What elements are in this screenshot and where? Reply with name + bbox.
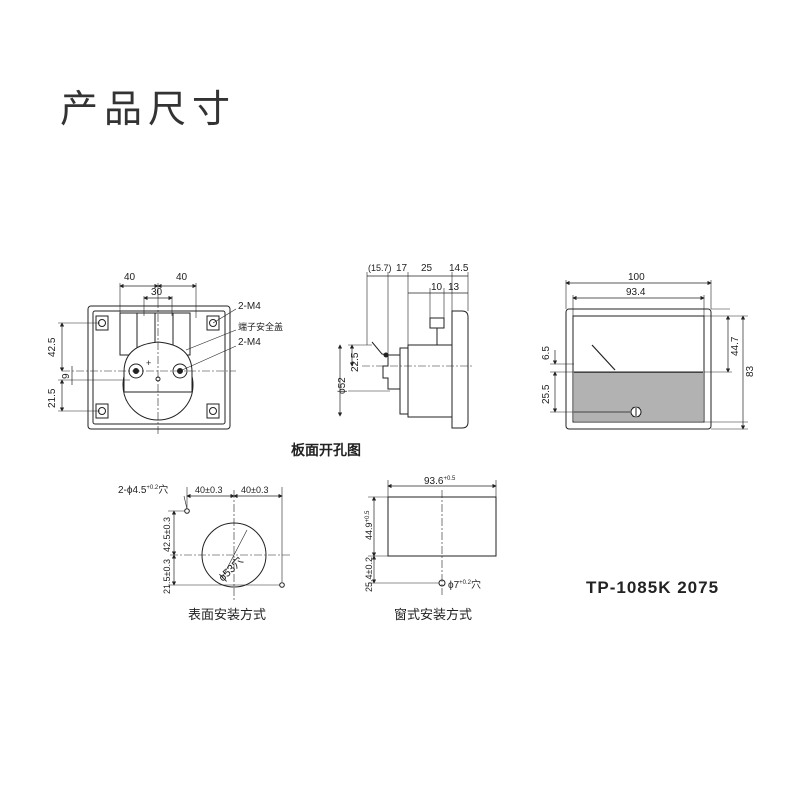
dim-side-13: 13 <box>448 282 460 293</box>
front-view <box>550 280 748 430</box>
dim-rear-40-left: 40 <box>124 272 136 283</box>
dim-front-6-5: 6.5 <box>541 346 552 360</box>
screw-br-icon <box>209 407 217 415</box>
dim-side-14-5: 14.5 <box>449 263 469 274</box>
mount-hole-top-icon <box>184 508 190 514</box>
dim-front-93-4: 93.4 <box>626 287 646 298</box>
dim-side-10: 10 <box>431 282 443 293</box>
rear-view-labels: 40 40 30 42.5 9 21.5 2-M4 端子安全盖 2-M4 + <box>47 272 283 408</box>
dim-window-44-9: 44.9+0.5 <box>364 510 374 540</box>
caption-window-mount: 窗式安装方式 <box>394 607 472 622</box>
screw-corner-br <box>206 403 220 419</box>
dim-window-93-6: 93.6+0.5 <box>424 476 456 487</box>
dim-surface-42-5: 42.5±0.3 <box>162 517 172 552</box>
screw-tr-icon <box>209 319 217 327</box>
page-title: 产品尺寸 <box>60 87 237 131</box>
label-window-hole: ϕ7+0.2穴 <box>448 578 481 591</box>
dim-surface-40-a: 40±0.3 <box>195 485 222 495</box>
dim-surface-40-b: 40±0.3 <box>241 485 268 495</box>
dim-side-15-7: (15.7) <box>368 263 392 273</box>
dim-side-22-5: 22.5 <box>350 352 361 372</box>
side-front-bezel <box>451 310 469 429</box>
label-center-hole: ϕ53穴 <box>215 553 246 584</box>
dim-side-17: 17 <box>396 263 408 274</box>
caption-panel-cutout: 板面开孔图 <box>291 442 361 458</box>
window-mount-view <box>368 480 497 595</box>
terminal-right-icon <box>172 363 188 379</box>
dim-window-25-4: 25.4±0.2 <box>364 557 374 592</box>
plus-mark: + <box>146 358 151 368</box>
dim-front-83: 83 <box>745 365 756 377</box>
surface-mount-labels: 2-ϕ4.5+0.2穴 40±0.3 40±0.3 42.5±0.3 21.5±… <box>118 483 268 622</box>
surface-mount-view <box>168 487 290 600</box>
meter-needle <box>591 344 616 371</box>
label-mount-holes: 2-ϕ4.5+0.2穴 <box>118 483 168 496</box>
dim-rear-40-right: 40 <box>176 272 188 283</box>
label-screw-top: 2-M4 <box>238 301 261 312</box>
side-body-back <box>399 347 409 415</box>
dim-rear-42-5: 42.5 <box>47 337 58 357</box>
screw-corner-tr <box>206 315 220 331</box>
front-inner-window <box>572 315 705 423</box>
caption-surface-mount: 表面安装方式 <box>188 607 266 622</box>
rear-inner-frame <box>92 310 226 425</box>
rear-outer-frame <box>87 305 231 430</box>
side-view <box>337 272 472 429</box>
front-outer-frame <box>565 308 712 430</box>
mount-hole-bottom-icon <box>279 582 285 588</box>
dim-rear-9: 9 <box>61 373 72 379</box>
side-view-labels: (15.7) 17 25 14.5 10 13 22.5 ϕ52 板面开孔图 <box>291 263 469 458</box>
label-terminal-cover: 端子安全盖 <box>238 321 283 332</box>
dim-rear-30: 30 <box>151 287 163 298</box>
dim-side-25: 25 <box>421 263 433 274</box>
dim-front-44-7: 44.7 <box>730 336 741 356</box>
dim-front-100: 100 <box>628 272 645 283</box>
dim-side-phi52: ϕ52 <box>337 377 348 394</box>
rear-view <box>58 283 237 436</box>
model-number: TP-1085K 2075 <box>586 578 720 597</box>
front-view-labels: 100 93.4 6.5 25.5 44.7 83 <box>541 272 756 404</box>
window-mount-labels: 93.6+0.5 44.9+0.5 25.4±0.2 ϕ7+0.2穴 窗式安装方… <box>364 476 481 622</box>
dim-front-25-5: 25.5 <box>541 384 552 404</box>
dim-surface-21-5: 21.5±0.3 <box>162 559 172 594</box>
dim-rear-21-5: 21.5 <box>47 388 58 408</box>
side-knob <box>429 317 445 329</box>
side-body <box>407 344 453 418</box>
label-screw-bottom: 2-M4 <box>238 337 261 348</box>
side-terminal <box>382 354 401 390</box>
